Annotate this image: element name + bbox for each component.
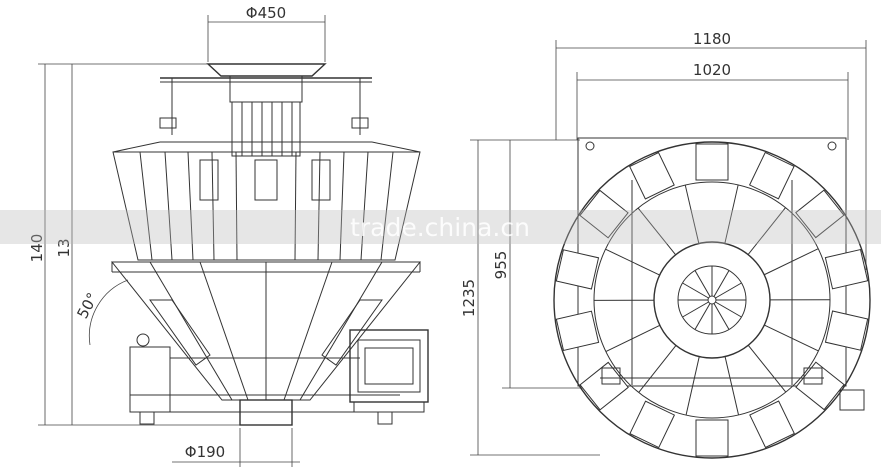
- watermark-text: trade.china.cn: [350, 213, 530, 242]
- front-view: Φ450 140 13: [28, 4, 429, 467]
- angle-label: 50°: [73, 290, 101, 322]
- center-cone: [653, 241, 771, 359]
- bucket-ring: [112, 151, 421, 261]
- width-inner-label: 1020: [693, 61, 731, 79]
- bottom-diameter-label: Φ190: [185, 443, 225, 461]
- height-dimensions: 140 13: [28, 63, 240, 426]
- outer-hopper-ring: [553, 141, 871, 459]
- motor-box: [129, 346, 171, 413]
- width-dimensions: 1180 1020: [555, 30, 867, 270]
- radial-lines: [593, 184, 831, 416]
- depth-outer-label: 1235: [460, 279, 478, 317]
- top-view: 1180 1020 1235 955: [460, 30, 871, 459]
- depth-dimensions: 1235 955: [460, 139, 600, 456]
- control-screen: [357, 339, 421, 393]
- width-outer-label: 1180: [693, 30, 731, 48]
- feed-hopper: [206, 63, 327, 77]
- top-diameter-label: Φ450: [246, 4, 286, 22]
- depth-inner-label: 955: [492, 251, 510, 280]
- watermark: trade.china.cn: [0, 210, 881, 244]
- height-inner-label: 13: [55, 238, 73, 257]
- bottom-diameter-dimension: Φ190: [172, 428, 300, 467]
- control-panel: [349, 329, 429, 413]
- bucket-segments: [555, 143, 869, 457]
- discharge-cone: [110, 261, 422, 401]
- angle-dimension: 50°: [73, 279, 129, 346]
- height-total-label: 140: [28, 234, 46, 263]
- top-diameter-dimension: Φ450: [207, 4, 326, 62]
